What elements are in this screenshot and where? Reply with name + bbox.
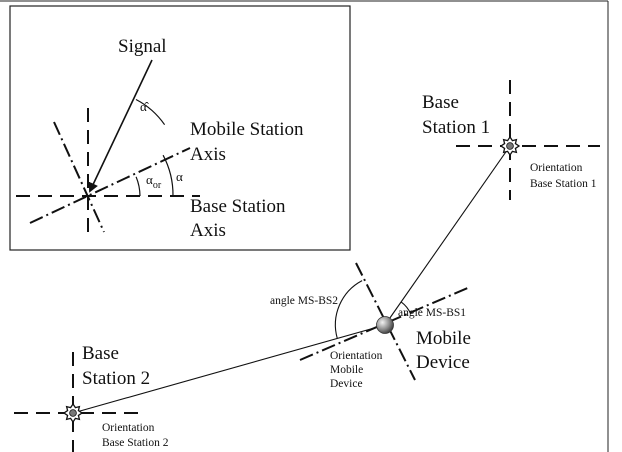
mobile-orientation-axes bbox=[299, 262, 471, 381]
base-station-2-label: Base Station 2 bbox=[82, 343, 150, 389]
signal-label: Signal bbox=[118, 36, 167, 57]
alpha-hat-label: α̂ bbox=[140, 99, 150, 114]
alpha-or-label: αor bbox=[146, 172, 162, 191]
mobile-device-label: Mobile Device bbox=[416, 328, 476, 373]
signal-arrow bbox=[88, 59, 153, 193]
angle-ms-bs2-label: angle MS-BS2 bbox=[270, 295, 338, 307]
mobile-sphere-icon bbox=[376, 316, 394, 334]
base-station-2-orientation-label: Orientation Base Station 2 bbox=[102, 422, 169, 449]
inset-angle-arcs bbox=[135, 98, 174, 197]
base-station-axis-label: Base Station Axis bbox=[190, 196, 290, 241]
base-station-1-orientation-label: Orientation Base Station 1 bbox=[530, 162, 597, 190]
mobile-orientation-label: Orientation Mobile Device bbox=[330, 350, 385, 390]
mobile-station-axis-label: Mobile Station Axis bbox=[190, 119, 308, 165]
base-station-1-axes bbox=[456, 80, 600, 200]
inset-base-station-axis bbox=[16, 108, 200, 240]
station-star-icon bbox=[499, 135, 521, 157]
line-ms-bs1 bbox=[384, 145, 511, 326]
angle-ms-bs1-label: angle MS-BS1 bbox=[398, 307, 466, 319]
base-station-1-label: Base Station 1 bbox=[422, 92, 490, 138]
mobile-device: angle MS-BS1 angle MS-BS2 Mobile Device … bbox=[72, 145, 511, 414]
line-ms-bs2 bbox=[72, 324, 386, 414]
base-station-2: Base Station 2 Orientation Base Station … bbox=[14, 343, 169, 452]
station-star-icon bbox=[62, 402, 84, 424]
outer-frame bbox=[0, 0, 609, 452]
base-station-2-axes bbox=[14, 352, 138, 452]
base-station-1: Base Station 1 Orientation Base Station … bbox=[422, 80, 600, 200]
inset-mobile-station-axis bbox=[29, 121, 191, 233]
inset-border bbox=[9, 5, 351, 251]
mobile-angle-arcs bbox=[334, 280, 412, 339]
alpha-label: α bbox=[176, 169, 183, 184]
connection-lines bbox=[72, 145, 511, 414]
inset-panel: Signal α̂ Mobile Station Axis αor α Base… bbox=[9, 5, 351, 251]
